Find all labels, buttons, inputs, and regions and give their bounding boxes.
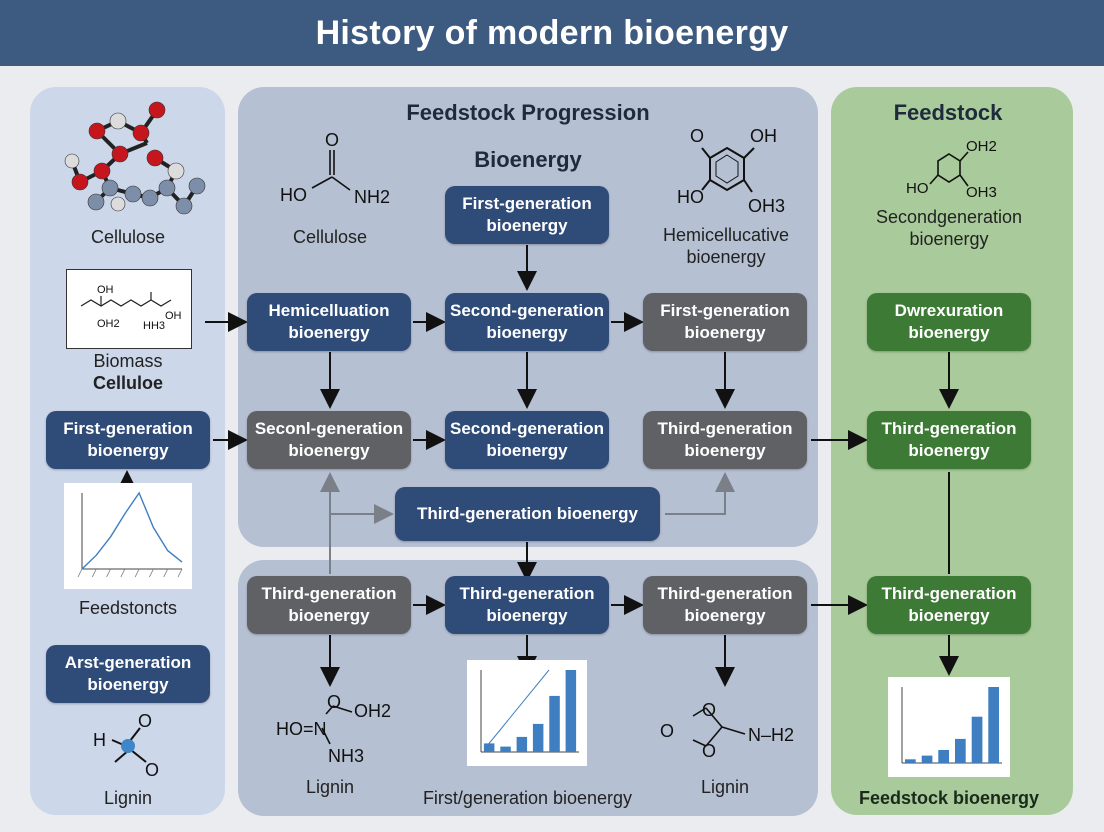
lig2-nh2-text: N–H2 — [748, 725, 795, 745]
bar — [483, 743, 495, 752]
amide-o-text: O — [325, 130, 340, 150]
small-hh-text: HH3 — [143, 320, 166, 332]
bar — [988, 687, 999, 763]
small-oh-b-text: OH — [165, 310, 182, 322]
wide-third-generation-box[interactable]: Third-generation bioenergy — [395, 487, 660, 541]
feedstock-heading: Feedstock — [893, 100, 1003, 125]
bar — [549, 695, 560, 752]
hemicellucative-label-line2: bioenergy — [686, 247, 766, 267]
amide-ho-text: HO — [280, 185, 307, 205]
page-title: History of modern bioenergy — [0, 0, 1104, 66]
bar — [921, 755, 933, 763]
ring-o-text: O — [690, 126, 705, 146]
lig-left-o2-text: O — [145, 760, 160, 780]
left-lignin-label: Lignin — [103, 788, 153, 808]
small-oh2-text: OH2 — [97, 318, 120, 330]
ring-ho-text: HO — [677, 187, 704, 207]
lig-nh3-text: NH3 — [328, 746, 365, 766]
lig-left-o1-text: O — [138, 711, 153, 731]
mid-cellulose-label: Cellulose — [292, 227, 368, 247]
lig-o-text: O — [327, 692, 342, 712]
lig-oh2-text: OH2 — [354, 701, 392, 721]
right-oh2-text: OH2 — [966, 138, 997, 155]
mid-bar-chart-svg — [480, 669, 579, 753]
x-tick — [106, 568, 111, 578]
lig2-o1-text: O — [660, 721, 675, 741]
right-oh3-text: OH3 — [966, 184, 997, 201]
right-lignin-label: Lignin — [700, 777, 750, 797]
bar — [500, 746, 511, 752]
biomass-structure-image: OH OH2 OH HH3 — [66, 269, 192, 349]
left-cellulose-label: Cellulose — [90, 227, 166, 247]
ring-oh-text: OH — [750, 126, 777, 146]
left-line-chart — [64, 483, 192, 589]
bar — [905, 759, 916, 763]
ring-oh3-text: OH3 — [748, 196, 786, 216]
x-tick — [77, 568, 83, 578]
x-tick — [120, 568, 126, 578]
feedstoncts-label: Feedstoncts — [78, 598, 178, 618]
feedstock-bioenergy-label: Feedstock bioenergy — [858, 788, 1040, 808]
x-tick — [134, 568, 140, 578]
bioenergy-heading: Bioenergy — [474, 147, 582, 172]
trend-line — [486, 669, 550, 747]
bar — [971, 716, 983, 763]
right-secondgeneration-label: Secondgeneration — [875, 207, 1023, 227]
bar — [955, 738, 966, 763]
right-secondgeneration-label-line2: bioenergy — [909, 229, 989, 249]
lig2-o3-text: O — [702, 741, 717, 761]
right-ho-text: HO — [906, 180, 929, 197]
x-tick — [177, 568, 183, 578]
biomass-label: Biomass — [93, 351, 163, 371]
hemicellucative-label: Hemicellucative — [662, 225, 790, 245]
right-bar-chart-svg — [901, 687, 1002, 764]
x-tick — [149, 568, 154, 578]
lig2-o2-text: O — [702, 700, 717, 720]
bar — [516, 736, 528, 752]
line-series — [81, 491, 183, 570]
first-slash-generation-label: First/generation bioenergy — [422, 788, 633, 808]
small-oh-text: OH — [97, 284, 114, 296]
lig-left-h-text: H — [93, 730, 106, 750]
mid-lignin-label: Lignin — [305, 777, 355, 797]
left-line-chart-svg — [77, 491, 183, 578]
feedstock-progression-heading: Feedstock Progression — [406, 100, 650, 125]
bar — [938, 750, 949, 763]
x-tick — [91, 568, 97, 578]
lig-ho-text: HO=N — [276, 719, 327, 739]
x-tick — [163, 568, 169, 578]
mid-bar-chart — [467, 660, 587, 766]
bar — [532, 723, 544, 752]
celluloe-label: Celluloe — [92, 373, 163, 393]
amide-nh2-text: NH2 — [354, 187, 391, 207]
right-bar-chart — [888, 677, 1010, 777]
bar — [565, 670, 577, 752]
